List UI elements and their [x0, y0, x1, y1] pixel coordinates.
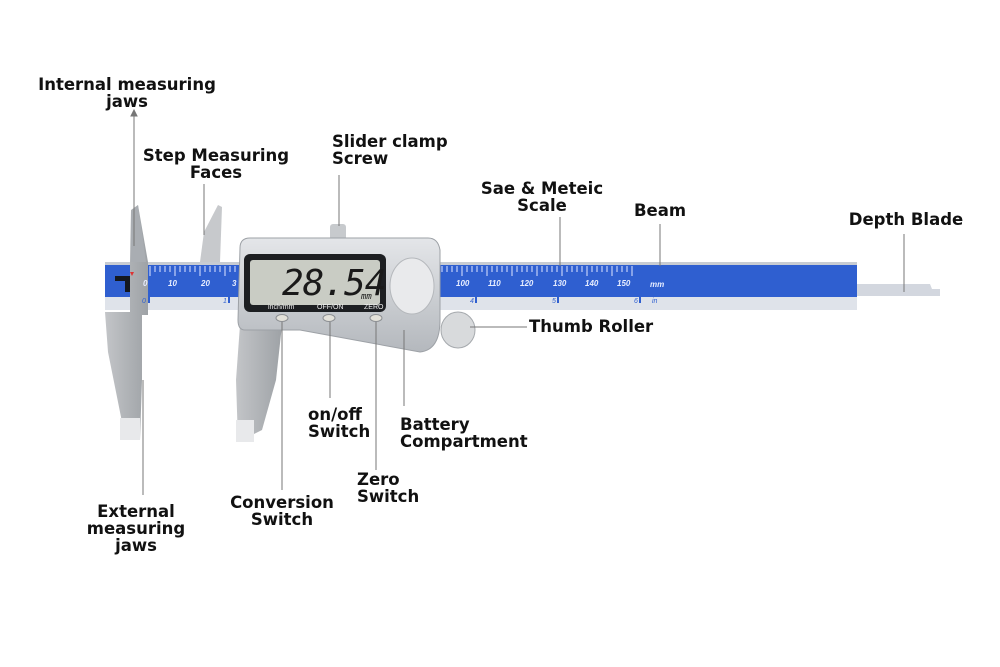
zero-button-label: ZERO — [364, 304, 384, 311]
sliding-jaw — [236, 325, 282, 442]
scale-mm-20: 20 — [201, 279, 210, 288]
scale-mm-10: 10 — [168, 279, 177, 288]
scale-mm-100: 100 — [456, 279, 470, 288]
onoff-button-label: OFF/ON — [317, 304, 344, 311]
step-face-jaw — [200, 205, 222, 262]
label-beam: Beam — [633, 201, 687, 220]
thumb-roller — [440, 311, 476, 349]
zero-button[interactable] — [369, 313, 383, 322]
scale-in-5: 5 — [552, 298, 556, 305]
label-conversion-switch: Conversion Switch — [230, 493, 334, 529]
scale-mm-130: 130 — [553, 279, 567, 288]
scale-in-0: 0 — [142, 298, 146, 305]
label-thumb-roller: Thumb Roller — [529, 317, 654, 336]
lcd-unit: mm — [361, 292, 372, 302]
fixed-jaw — [105, 205, 148, 440]
onoff-button[interactable] — [322, 313, 336, 322]
label-zero-switch: Zero Switch — [357, 470, 420, 506]
scale-in-4: 4 — [470, 298, 474, 305]
scale-in-1: 1 — [223, 298, 227, 305]
label-onoff-switch: on/off Switch — [308, 405, 371, 441]
conversion-button-label: inch/mm — [268, 304, 295, 311]
scale-mm-110: 110 — [488, 279, 501, 288]
beam-lower — [105, 296, 857, 310]
scale-mm-30: 3 — [232, 279, 237, 288]
label-scale: Sae & Meteic Scale — [480, 179, 604, 215]
scale-mm-150: 150 — [617, 279, 631, 288]
scale-mm-140: 140 — [585, 279, 599, 288]
scale-in-6: 6 — [634, 298, 638, 305]
battery-cover — [389, 257, 435, 315]
label-slider-clamp: Slider clamp Screw — [332, 132, 448, 168]
depth-blade — [857, 284, 940, 296]
label-internal-jaws: Internal measuring jaws — [38, 75, 216, 111]
scale-mm-120: 120 — [520, 279, 534, 288]
scale-in-unit: in — [652, 298, 658, 305]
label-external-jaws: External measuring jaws — [86, 502, 186, 555]
conversion-button[interactable] — [275, 313, 289, 322]
scale-mm-unit: mm — [650, 280, 665, 289]
label-battery-compartment: Battery Compartment — [400, 415, 528, 451]
lcd-screen — [250, 260, 380, 305]
scale-mm-0: 0 — [143, 279, 148, 288]
label-step-faces: Step Measuring Faces — [142, 146, 290, 182]
lcd-reading: 28.54 — [282, 263, 386, 304]
label-depth-blade: Depth Blade — [848, 210, 964, 229]
beam — [105, 264, 857, 297]
clamp-screw — [330, 224, 346, 240]
